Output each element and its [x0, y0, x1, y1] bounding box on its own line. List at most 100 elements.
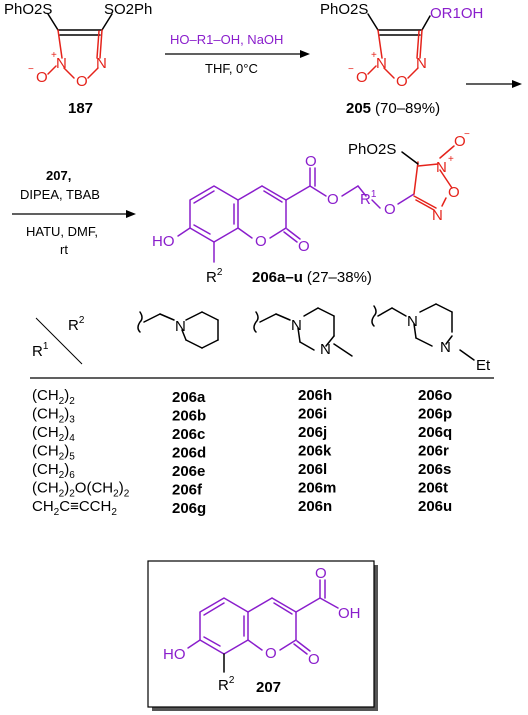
- compound-id: 206i: [298, 406, 327, 423]
- acid-hydroxy: OH: [338, 605, 361, 622]
- ethyl-label: Et: [476, 357, 491, 374]
- reaction-arrow-1: HO–R1–OH, NaOH THF, 0°C: [165, 32, 310, 76]
- reaction-arrow-3: 207, DIPEA, TBAB HATU, DMF, rt: [12, 168, 136, 257]
- compound-id: 206h: [298, 387, 332, 404]
- r1-value: (CH2)4: [32, 424, 75, 444]
- yield-205: (70–89%): [375, 100, 440, 117]
- o-minus: O: [36, 69, 48, 86]
- compound-id: 206s: [418, 461, 451, 478]
- compound-205: PhO2S N + O − N O OR1OH 205(70–89%): [320, 1, 483, 117]
- r1-value: (CH2)6: [32, 461, 75, 481]
- ring-oxygen: O: [255, 233, 267, 250]
- n-oxide-nitrogen: N: [56, 55, 67, 72]
- r2-label: R2: [206, 267, 223, 286]
- piperazine-nitrogen-1: N: [407, 313, 418, 330]
- compound-205-caption: 205(70–89%): [346, 100, 440, 117]
- reagent-rt: rt: [60, 242, 68, 257]
- plus-charge: +: [51, 50, 57, 61]
- compound-label-187: 187: [68, 100, 93, 117]
- compound-id: 206q: [418, 424, 452, 441]
- compound-id: 206j: [298, 424, 327, 441]
- piperazine-nitrogen-4: N: [320, 341, 331, 358]
- plus-charge: +: [448, 154, 454, 165]
- furoxan-oxygen: O: [76, 73, 88, 90]
- table-header: R2 R1 N: [30, 303, 494, 379]
- r1-value: (CH2)3: [32, 406, 75, 426]
- compound-id: 206a: [172, 389, 206, 406]
- minus-charge: −: [464, 129, 470, 140]
- ester-carbonyl-oxygen: O: [305, 153, 317, 170]
- piperazine-nitrogen-1: N: [291, 317, 302, 334]
- compound-id: 206k: [298, 443, 332, 460]
- piperidine-nitrogen: N: [175, 318, 186, 335]
- compound-id: 206b: [172, 408, 206, 425]
- compound-id: 206n: [298, 498, 332, 515]
- furoxan-oxygen: O: [448, 184, 460, 201]
- ring-oxygen: O: [265, 645, 277, 662]
- furoxan-oxygen: O: [396, 73, 408, 90]
- compound-label-206: 206a–u: [252, 269, 303, 286]
- lactone-carbonyl-oxygen: O: [298, 238, 310, 255]
- reagent-dipea: DIPEA, TBAB: [20, 187, 100, 202]
- r1-value: (CH2)2O(CH2)2: [32, 480, 130, 500]
- piperazine-nitrogen-4: N: [440, 339, 451, 356]
- compound-id: 206m: [298, 480, 336, 497]
- so2ph-label: PhO2S: [320, 1, 368, 18]
- compound-id: 206o: [418, 387, 452, 404]
- n-oxide-nitrogen: N: [436, 159, 447, 176]
- so2ph-label-left: PhO2S: [4, 1, 52, 18]
- compound-label-207: 207: [256, 679, 281, 696]
- reagent-diol: HO–R1–OH, NaOH: [170, 32, 283, 47]
- o-minus: O: [356, 69, 368, 86]
- conditions-thf: THF, 0°C: [205, 61, 258, 76]
- compound-206: HO R2 O O O O R1 O PhO2S N + O − O N 206…: [152, 129, 470, 286]
- o-minus: O: [454, 133, 466, 150]
- r1-linker: R1: [360, 189, 377, 208]
- table-body: (CH2)2 206a 206h 206o (CH2)3 206b 206i 206p (CH2…: [32, 387, 452, 518]
- reaction-arrow-2: [466, 80, 522, 88]
- furoxan-nitrogen: N: [432, 207, 443, 224]
- piperidinylmethyl-substituent: N: [137, 311, 219, 349]
- compound-id: 206u: [418, 498, 452, 515]
- compound-206-caption: 206a–u(27–38%): [252, 269, 372, 286]
- side-chain-or1oh: OR1OH: [430, 5, 483, 22]
- header-r1: R1: [32, 341, 49, 360]
- so2ph-label: PhO2S: [348, 141, 396, 158]
- hydroxy-label: HO: [163, 646, 186, 663]
- so2ph-label-right: SO2Ph: [104, 1, 152, 18]
- compound-id: 206e: [172, 463, 205, 480]
- compound-id: 206r: [418, 443, 449, 460]
- compound-id: 206t: [418, 480, 448, 497]
- compound-id: 206l: [298, 461, 327, 478]
- hydroxy-label: HO: [152, 233, 175, 250]
- r1-value: CH2C≡CCH2: [32, 498, 117, 518]
- reagent-hatu: HATU, DMF,: [26, 224, 98, 239]
- reagent-207-line: 207,: [46, 168, 71, 183]
- lactone-carbonyl-oxygen: O: [308, 651, 320, 668]
- compound-label-205: 205: [346, 100, 371, 117]
- furoxan-nitrogen: N: [416, 55, 427, 72]
- ester-oxygen: O: [327, 191, 339, 208]
- reagent-207: 207,: [46, 168, 71, 183]
- r1-value: (CH2)5: [32, 443, 75, 463]
- link-oxygen: O: [384, 201, 396, 218]
- n-oxide-nitrogen: N: [376, 55, 387, 72]
- compound-id: 206d: [172, 445, 206, 462]
- ethylpiperazinylmethyl-substituent: N N Et: [371, 303, 491, 374]
- furoxan-nitrogen: N: [96, 55, 107, 72]
- methylpiperazinylmethyl-substituent: N N: [253, 307, 353, 358]
- box-207: HO OH O O O R2 207: [147, 560, 378, 711]
- compound-id: 206f: [172, 482, 203, 499]
- compound-id: 206g: [172, 500, 206, 517]
- yield-206: (27–38%): [307, 269, 372, 286]
- plus-charge: +: [371, 50, 377, 61]
- compound-id: 206p: [418, 406, 452, 423]
- minus-charge: −: [28, 64, 34, 75]
- minus-charge: −: [348, 64, 354, 75]
- header-r2: R2: [68, 315, 85, 334]
- r1-value: (CH2)2: [32, 387, 75, 407]
- compound-id: 206c: [172, 426, 205, 443]
- acid-carbonyl-oxygen: O: [315, 565, 327, 582]
- compound-187: PhO2S SO2Ph N + O − N O 187: [4, 1, 152, 117]
